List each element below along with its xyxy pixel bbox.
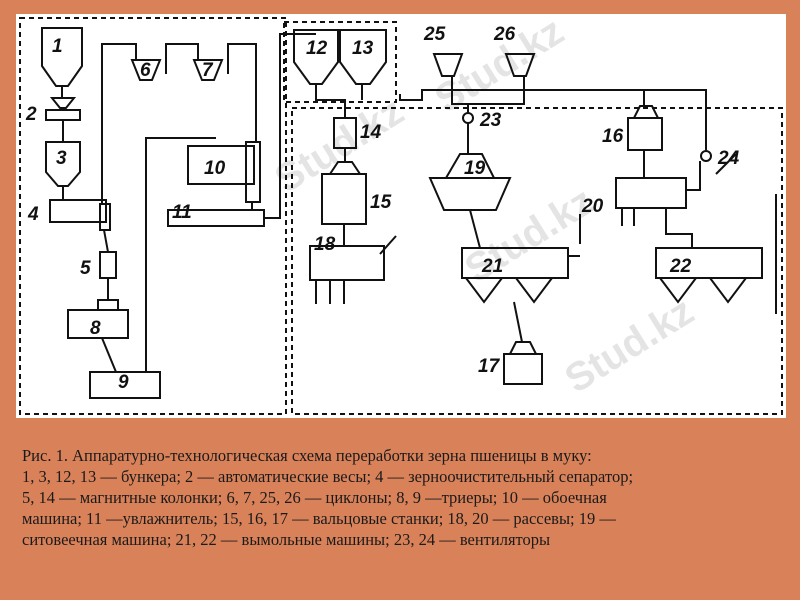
figure-caption: Рис. 1. Аппаратурно-технологическая схем… [22,445,780,550]
cyclone-6: 6 [130,59,162,81]
watermark-text: Stud.kz [557,289,701,402]
bunker-13: 13 [339,29,387,85]
dampener-11: 11 [167,202,265,227]
label-11: 11 [172,202,192,223]
caption-line: машина; 11 —увлажнитель; 15, 16, 17 — ва… [22,509,616,528]
milling-piping [315,76,777,343]
caption-line: 1, 3, 12, 13 — бункера; 2 — автоматическ… [22,467,634,486]
label-18: 18 [314,234,336,255]
label-26: 26 [493,24,516,45]
label-22: 22 [669,256,692,277]
label-5: 5 [80,258,91,279]
purifier-19: 19 [428,153,512,211]
label-14: 14 [360,122,382,143]
label-13: 13 [352,38,374,59]
caption-line: ситовеечная машина; 21, 22 — вымольные м… [22,530,551,549]
label-4: 4 [27,204,39,225]
label-6: 6 [140,60,151,81]
bran-finisher-22: 22 [655,247,763,304]
roller-mill-17: 17 [478,341,543,385]
label-9: 9 [118,372,129,393]
scouring-machine-10: 10 [187,141,261,203]
label-3: 3 [56,148,67,169]
milling-section-frame [291,107,783,415]
plansifter-20: 20 [581,177,687,217]
caption-line: 5, 14 — магнитные колонки; 6, 7, 25, 26 … [22,488,607,507]
bran-finisher-21: 21 [461,247,569,304]
bunker-section-frame [283,21,397,103]
watermark-text: Stud.kz [267,89,411,202]
left-piping [61,33,316,373]
roller-mill-15: 15 [321,161,392,225]
cyclone-25: 25 [423,24,464,77]
label-1: 1 [52,36,63,57]
label-16: 16 [602,126,624,147]
cleaning-section-frame [19,17,287,415]
magnetic-column-5: 5 [80,251,117,279]
label-10: 10 [204,158,226,179]
label-25: 25 [423,24,446,45]
label-19: 19 [464,158,486,179]
process-flow-diagram: Stud.kz Stud.kz Stud.kz Stud.kz 1 2 3 4 … [16,14,786,418]
label-21: 21 [481,256,503,277]
label-24: 24 [717,148,740,169]
label-8: 8 [90,318,101,339]
bunker-12: 12 [293,29,339,85]
roller-mill-16: 16 [602,105,663,151]
bunker-1: 1 [41,27,83,87]
bunker-3: 3 [45,141,81,187]
cyclone-7: 7 [192,59,224,81]
section-frames [19,17,783,415]
separator-4: 4 [27,199,111,231]
fan-24: 24 [700,148,740,169]
label-15: 15 [370,192,392,213]
plansifter-18: 18 [309,234,385,281]
trier-8: 8 [67,299,129,339]
scale-2: 2 [25,97,81,125]
trier-9: 9 [89,371,161,399]
label-7: 7 [202,60,214,81]
label-20: 20 [581,196,604,217]
label-17: 17 [478,356,501,377]
cyclone-26: 26 [493,24,536,77]
label-12: 12 [306,38,328,59]
caption-title: Рис. 1. Аппаратурно-технологическая схем… [22,446,592,465]
label-2: 2 [25,104,37,125]
label-23: 23 [479,110,502,131]
